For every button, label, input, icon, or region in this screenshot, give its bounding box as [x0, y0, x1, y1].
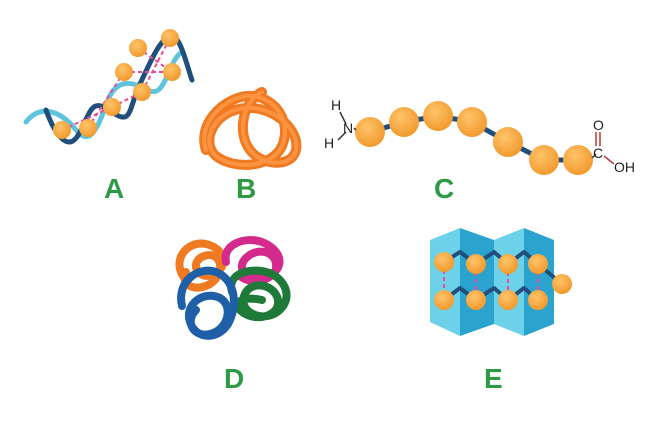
panel-label-e: E — [484, 363, 503, 394]
carboxyl-group: O C OH — [591, 117, 635, 175]
quaternary-globule — [175, 236, 291, 340]
panel-label-a: A — [104, 173, 124, 204]
alpha-helix — [23, 29, 195, 145]
chain-beads — [355, 101, 593, 175]
amino-h-top: H — [331, 97, 341, 113]
panel-label-b: B — [236, 173, 256, 204]
amino-h-bottom: H — [324, 135, 334, 151]
sheet-panels — [430, 228, 554, 336]
subunit-blue — [177, 266, 238, 340]
amino-n: N — [343, 120, 353, 136]
panel-label-d: D — [224, 363, 244, 394]
sheet-hbonds — [443, 270, 539, 292]
panel-label-c: C — [434, 173, 454, 204]
subunit-green — [227, 266, 291, 322]
carboxyl-o: O — [593, 117, 604, 133]
beta-sheet — [430, 228, 572, 336]
sheet-beads — [434, 252, 572, 310]
carboxyl-oh: OH — [614, 159, 635, 175]
primary-chain: H N H O C OH — [324, 97, 635, 175]
amino-group: H N H — [324, 97, 357, 151]
helix-beads — [53, 29, 181, 139]
carboxyl-c: C — [593, 145, 603, 161]
knot-coil — [199, 87, 302, 170]
